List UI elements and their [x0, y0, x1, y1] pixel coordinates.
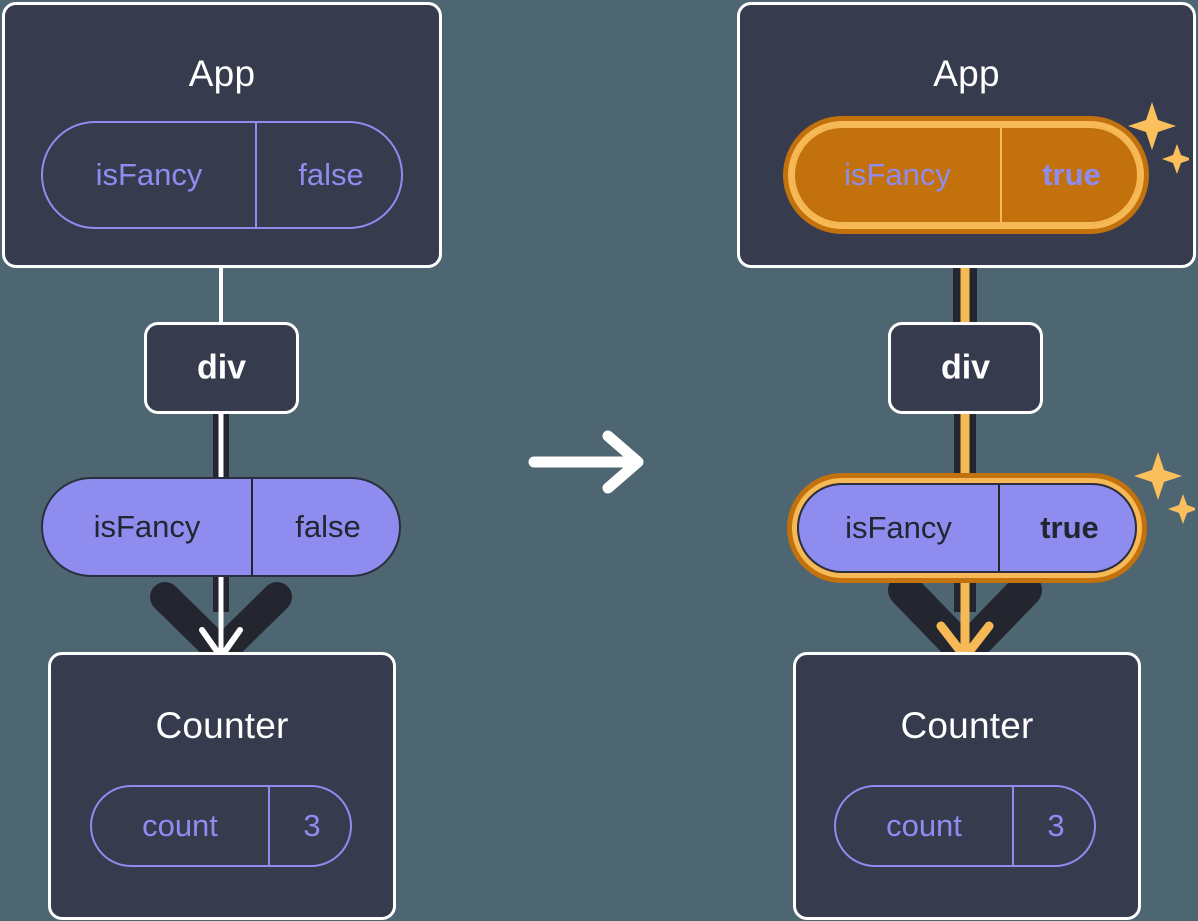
before-counter-title: Counter — [155, 705, 289, 746]
before-counter-state-pill[interactable]: count 3 — [90, 785, 352, 867]
before-app-state-pill[interactable]: isFancy false — [41, 121, 403, 229]
after-app-state-value: true — [1000, 128, 1137, 222]
after-app-title: App — [933, 53, 1000, 94]
before-div-label: div — [196, 348, 247, 387]
before-prop-value: false — [251, 479, 399, 575]
before-counter-state-key: count — [142, 808, 218, 843]
before-div-node[interactable]: div — [144, 322, 299, 414]
before-app-state-value: false — [255, 123, 401, 227]
before-app-state-key: isFancy — [95, 157, 203, 192]
after-div-label: div — [940, 348, 991, 387]
after-prop-pill[interactable]: isFancy true — [797, 483, 1137, 573]
after-app-state-key: isFancy — [844, 157, 951, 192]
after-app-state-pill[interactable]: isFancy true — [793, 126, 1139, 224]
after-counter-state-key: count — [886, 808, 962, 843]
before-prop-pill[interactable]: isFancy false — [41, 477, 401, 577]
after-counter-state-pill[interactable]: count 3 — [834, 785, 1096, 867]
after-app-state-highlight-ring: isFancy true — [783, 116, 1149, 234]
after-counter-title: Counter — [900, 705, 1034, 746]
transition-arrow-icon — [528, 430, 644, 494]
after-div-node[interactable]: div — [888, 322, 1043, 414]
after-prop-value: true — [998, 485, 1135, 571]
before-prop-key: isFancy — [93, 509, 201, 544]
after-counter-state-value: 3 — [1012, 787, 1094, 865]
after-prop-key: isFancy — [845, 510, 952, 545]
before-app-title: App — [188, 53, 256, 94]
before-counter-state-value: 3 — [268, 787, 350, 865]
after-prop-highlight-ring: isFancy true — [787, 473, 1147, 583]
